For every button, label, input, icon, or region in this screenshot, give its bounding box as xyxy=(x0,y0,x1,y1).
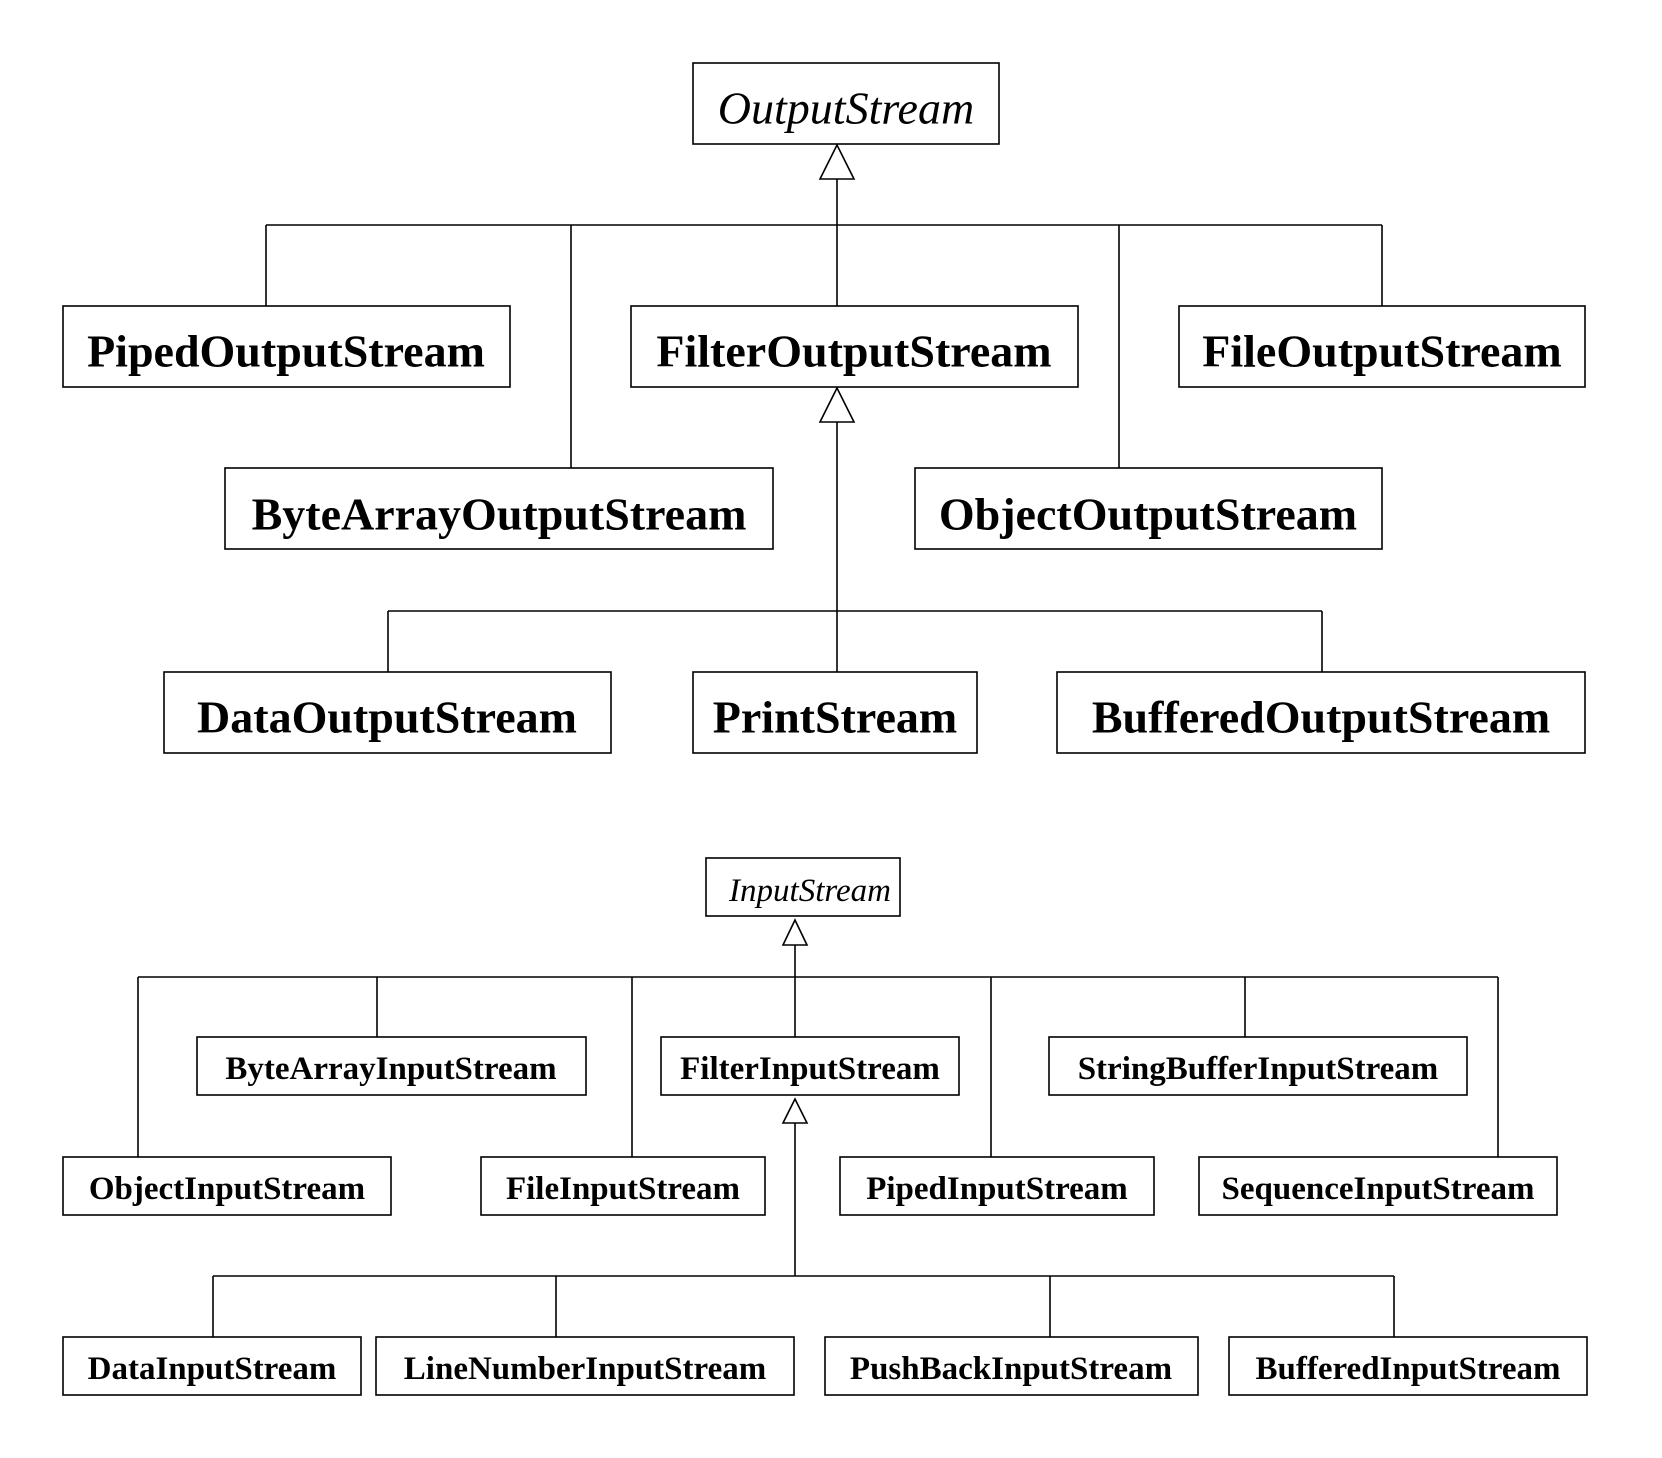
class-label: StringBufferInputStream xyxy=(1078,1051,1439,1087)
inheritance-arrow-icon xyxy=(781,1097,809,1124)
class-label: FileInputStream xyxy=(506,1171,740,1207)
class-label: OutputStream xyxy=(718,83,974,134)
class-input-stream: InputStream xyxy=(705,857,901,917)
class-label: PushBackInputStream xyxy=(850,1351,1172,1387)
class-label: PipedOutputStream xyxy=(87,326,485,377)
input-stream-hierarchy: InputStream ByteArrayInputStream FilterI… xyxy=(62,857,1588,1396)
class-filter-output-stream: FilterOutputStream xyxy=(630,305,1079,388)
class-data-input-stream: DataInputStream xyxy=(62,1336,362,1396)
class-output-stream: OutputStream xyxy=(692,62,1000,145)
class-byte-array-input-stream: ByteArrayInputStream xyxy=(196,1036,587,1096)
class-label: DataInputStream xyxy=(88,1351,337,1387)
class-filter-input-stream: FilterInputStream xyxy=(660,1036,960,1096)
output-stream-hierarchy: OutputStream PipedOutputStream FilterOut… xyxy=(62,62,1586,754)
class-piped-output-stream: PipedOutputStream xyxy=(62,305,511,388)
class-file-output-stream: FileOutputStream xyxy=(1178,305,1586,388)
class-file-input-stream: FileInputStream xyxy=(480,1156,766,1216)
class-label: BufferedInputStream xyxy=(1256,1351,1561,1387)
class-label: LineNumberInputStream xyxy=(404,1351,766,1387)
class-label: ObjectOutputStream xyxy=(939,489,1357,540)
class-line-number-input-stream: LineNumberInputStream xyxy=(375,1336,795,1396)
class-label: BufferedOutputStream xyxy=(1092,692,1550,743)
class-print-stream: PrintStream xyxy=(692,671,978,754)
class-label: FilterOutputStream xyxy=(656,326,1051,377)
class-object-input-stream: ObjectInputStream xyxy=(62,1156,392,1216)
class-label: ByteArrayOutputStream xyxy=(252,489,747,540)
class-label: PrintStream xyxy=(713,692,957,743)
class-data-output-stream: DataOutputStream xyxy=(163,671,612,754)
class-string-buffer-input-stream: StringBufferInputStream xyxy=(1048,1036,1468,1096)
output-connectors xyxy=(265,179,1383,672)
inheritance-arrow-icon xyxy=(818,386,856,423)
class-label: ObjectInputStream xyxy=(89,1171,365,1207)
class-push-back-input-stream: PushBackInputStream xyxy=(824,1336,1199,1396)
class-label: SequenceInputStream xyxy=(1222,1171,1535,1207)
class-label: ByteArrayInputStream xyxy=(225,1051,556,1087)
class-object-output-stream: ObjectOutputStream xyxy=(914,467,1383,550)
class-sequence-input-stream: SequenceInputStream xyxy=(1198,1156,1558,1216)
class-buffered-output-stream: BufferedOutputStream xyxy=(1056,671,1586,754)
class-piped-input-stream: PipedInputStream xyxy=(839,1156,1155,1216)
class-byte-array-output-stream: ByteArrayOutputStream xyxy=(224,467,774,550)
class-label: InputStream xyxy=(728,873,891,909)
class-label: DataOutputStream xyxy=(197,692,577,743)
class-label: FileOutputStream xyxy=(1202,326,1561,377)
class-label: PipedInputStream xyxy=(866,1171,1128,1207)
input-connectors xyxy=(137,945,1499,1337)
inheritance-arrow-icon xyxy=(818,143,856,180)
class-label: FilterInputStream xyxy=(680,1051,940,1087)
class-buffered-input-stream: BufferedInputStream xyxy=(1228,1336,1588,1396)
inheritance-arrow-icon xyxy=(781,918,809,946)
